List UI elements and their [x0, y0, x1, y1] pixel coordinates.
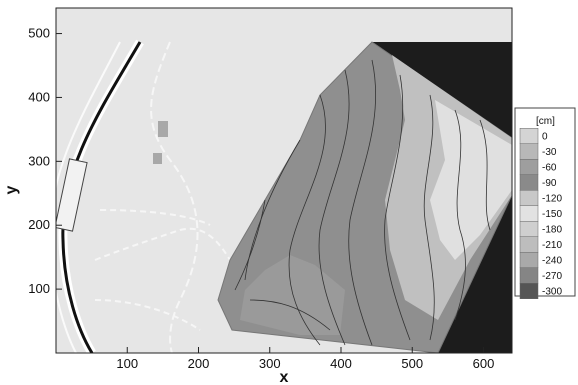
legend-title: [cm] — [536, 116, 555, 127]
contour-band-deep — [240, 255, 345, 335]
y-axis: 100 200 300 400 500 — [28, 26, 62, 296]
contour-line — [423, 94, 435, 341]
legend-swatch — [519, 283, 539, 299]
path-line — [94, 227, 231, 261]
path-line — [99, 209, 211, 226]
x-tick-label: 300 — [259, 356, 281, 371]
legend-label: -300 — [542, 287, 562, 298]
x-axis-title: x — [280, 369, 289, 385]
legend-label: -60 — [542, 163, 557, 174]
building — [153, 153, 162, 164]
legend-swatch — [519, 143, 539, 160]
legend-label: -180 — [542, 225, 562, 236]
legend-label: -120 — [542, 194, 562, 205]
legend-swatch — [519, 221, 539, 237]
legend-swatch — [519, 128, 539, 144]
y-tick-label: 300 — [28, 153, 50, 168]
x-tick-label: 200 — [188, 356, 210, 371]
y-tick-label: 100 — [28, 281, 50, 296]
structure — [56, 158, 88, 232]
contour-line — [288, 94, 326, 346]
legend-label: -90 — [542, 178, 557, 189]
contour-line — [384, 74, 411, 341]
legend-swatch — [519, 190, 539, 206]
y-tick-label: 400 — [28, 89, 50, 104]
legend-label: -150 — [542, 209, 562, 220]
contour-band-medium — [430, 100, 512, 260]
contour-line — [318, 69, 350, 346]
contour-line — [234, 199, 266, 291]
legend-items: 0 -30 -60 -90 -120 -150 -180 -210 -240 -270 -300 — [519, 128, 562, 299]
x-axis: 100 200 300 400 500 600 — [116, 347, 494, 371]
terrain-image — [56, 8, 512, 353]
legend-label: -240 — [542, 256, 562, 267]
plot-frame — [55, 7, 513, 354]
contour-line — [249, 299, 331, 331]
legend-label: -210 — [542, 240, 562, 251]
y-tick-label: 200 — [28, 217, 50, 232]
path-line — [56, 41, 121, 353]
legend-swatch — [519, 267, 539, 284]
legend-swatch — [519, 236, 539, 253]
legend-swatch — [519, 205, 539, 222]
legend-label: -30 — [542, 147, 557, 158]
x-tick-label: 400 — [330, 356, 352, 371]
x-tick-label: 500 — [401, 356, 423, 371]
legend-swatch — [519, 252, 539, 268]
legend-label: -270 — [542, 271, 562, 282]
y-axis-title: y — [3, 185, 20, 194]
contour-line — [479, 119, 491, 231]
legend-swatch — [519, 159, 539, 175]
y-tick-label: 500 — [28, 26, 50, 41]
path-line — [94, 299, 201, 331]
building — [158, 121, 168, 137]
x-tick-label: 100 — [116, 356, 138, 371]
contour-line — [348, 59, 376, 346]
x-tick-label: 600 — [473, 356, 495, 371]
path-line — [150, 41, 199, 353]
contour-line — [244, 139, 301, 281]
legend: [cm] 0 -30 -60 -90 -120 -150 -180 -210 -240 -270 -… — [514, 107, 576, 299]
contour-line — [454, 109, 466, 321]
legend-label: 0 — [542, 132, 548, 143]
legend-swatch — [519, 174, 539, 191]
